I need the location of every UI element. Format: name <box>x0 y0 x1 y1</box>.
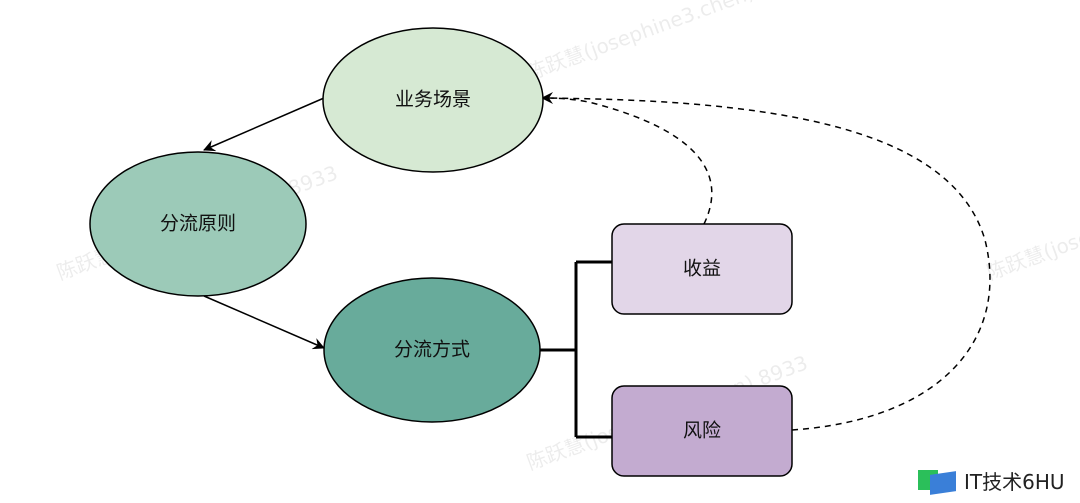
edge-benefit-to-scenario <box>541 92 713 225</box>
node-benefit[interactable]: 收益 <box>611 223 793 315</box>
node-scenario[interactable]: 业务场景 <box>322 27 544 173</box>
node-method[interactable]: 分流方式 <box>323 277 541 423</box>
brand-text: IT技术6HU <box>964 470 1065 494</box>
node-risk[interactable]: 风险 <box>611 385 793 477</box>
brand-logo-icon <box>918 468 958 495</box>
node-principle-label: 分流原则 <box>160 213 236 235</box>
node-principle[interactable]: 分流原则 <box>89 151 307 297</box>
node-method-label: 分流方式 <box>394 339 470 361</box>
node-benefit-label: 收益 <box>683 258 721 280</box>
edge-scenario-to-principle <box>203 97 325 152</box>
edge-risk-to-scenario <box>541 97 991 431</box>
node-scenario-label: 业务场景 <box>395 89 471 111</box>
bracket-connector <box>540 260 612 439</box>
svg-text:陈跃慧(josephine3.chen) 8933: 陈跃慧(josephine3.chen) 8933 <box>524 0 811 85</box>
brand-badge: IT技术6HU <box>918 466 1065 495</box>
edge-principle-to-method <box>203 295 325 350</box>
node-risk-label: 风险 <box>683 420 721 442</box>
svg-text:陈跃慧(josephine3.chen) 8933: 陈跃慧(josephine3.chen) 8933 <box>984 161 1080 285</box>
